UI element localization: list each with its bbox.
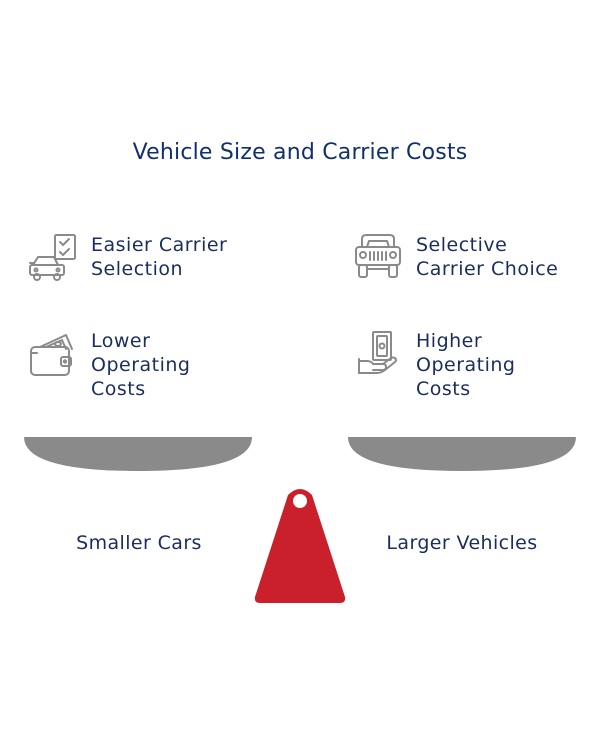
page-title: Vehicle Size and Carrier Costs xyxy=(132,140,468,165)
left-item-2-text: Lower Operating Costs xyxy=(91,330,191,400)
left-side-label: Smaller Cars xyxy=(76,532,202,554)
left-item-easier-selection: Easier Carrier Selection xyxy=(28,233,261,283)
hand-money-icon xyxy=(353,329,403,379)
left-item-1-text: Easier Carrier Selection xyxy=(91,234,228,280)
right-side-label: Larger Vehicles xyxy=(386,532,538,554)
right-item-2-text: Higher Operating Costs xyxy=(416,330,516,400)
left-item-lower-costs: Lower Operating Costs xyxy=(28,329,261,401)
right-item-selective-choice: Selective Carrier Choice xyxy=(353,233,586,283)
car-checklist-icon xyxy=(28,233,78,283)
jeep-icon xyxy=(353,233,403,283)
right-item-higher-costs: Higher Operating Costs xyxy=(353,329,586,401)
right-item-1-text: Selective Carrier Choice xyxy=(416,234,559,280)
left-scale-pan xyxy=(24,437,252,473)
scale-fulcrum xyxy=(252,485,348,605)
wallet-money-icon xyxy=(28,329,78,379)
right-scale-pan xyxy=(348,437,576,473)
